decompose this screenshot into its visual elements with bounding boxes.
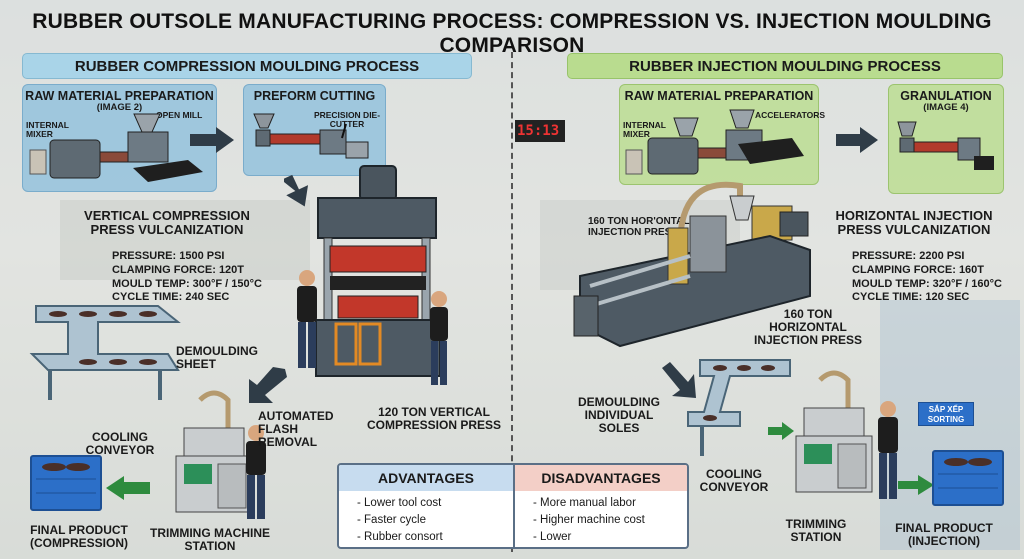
- advantage-item: - Lower tool cost: [357, 497, 442, 509]
- compression-final-label: FINAL PRODUCT (COMPRESSION): [29, 523, 128, 551]
- page-title: RUBBER OUTSOLE MANUFACTURING PROCESS: CO…: [32, 10, 992, 57]
- disadvantage-item: - More manual labor: [533, 497, 636, 509]
- compression-trimming-label: TRIMMING MACHINE STATION: [150, 526, 270, 554]
- granulation-subtitle: (IMAGE 4): [923, 102, 969, 113]
- compression-crate: [30, 455, 102, 511]
- trimming-worker-left: [246, 425, 266, 519]
- raw-material-subtitle: (IMAGE 2): [96, 102, 143, 113]
- injection-specs: PRESSURE: 2200 PSI CLAMPING FORCE: 160T …: [852, 250, 1002, 305]
- injection-cooling-label: COOLING CONVEYOR: [699, 467, 769, 495]
- accelerators-label: ACCELERATORS: [755, 110, 826, 120]
- injection-crate-soles: [938, 458, 998, 489]
- arrow-to-trimming: [249, 367, 287, 403]
- injection-press-callout: 160 TON HOR'ONTAL INJECTION PRESS: [588, 216, 690, 238]
- vertical-press-label: 120 TON VERTICAL COMPRESSION PRESS: [366, 405, 502, 433]
- spec-clamping: CLAMPING FORCE: 120T: [112, 263, 245, 276]
- arrow-to-demoulding: [662, 362, 696, 398]
- compression-banner: RUBBER COMPRESSION MOULDING PROCESS: [22, 53, 472, 79]
- injection-spec-mould-temp: MOULD TEMP: 320°F / 160°C: [852, 277, 1002, 290]
- compression-press-title: VERTICAL COMPRESSION PRESS VULCANIZATION: [84, 208, 250, 238]
- advantage-item: - Faster cycle: [357, 514, 427, 526]
- vertical-compression-press: [315, 165, 441, 377]
- die-cutter-icon: [253, 113, 369, 159]
- compression-specs: PRESSURE: 1500 PSI CLAMPING FORCE: 120T …: [112, 250, 262, 305]
- injection-internal-mixer-label: INTERNAL MIXER: [623, 120, 666, 139]
- injection-spec-cycle: CYCLE TIME: 120 SEC: [852, 291, 970, 304]
- worker-right: [430, 291, 448, 385]
- disadvantage-item: - Lower: [533, 531, 572, 543]
- advantages-column: ADVANTAGES - Lower tool cost - Faster cy…: [339, 465, 515, 547]
- injection-cooling-conveyor: [687, 359, 791, 456]
- disadvantages-column: DISADVANTAGES - More manual labor - High…: [515, 465, 687, 547]
- die-cutter-label: PRECISION DIE-CUTTER: [313, 110, 381, 129]
- comparison-table: ADVANTAGES - Lower tool cost - Faster cy…: [337, 463, 689, 549]
- injection-demoulding-label: DEMOULDING INDIVIDUAL SOLES: [578, 395, 660, 436]
- horizontal-injection-press: [573, 181, 811, 348]
- arrow-to-granulation: [836, 127, 878, 153]
- advantage-item: - Rubber consort: [357, 531, 443, 543]
- granulator-icon: [897, 121, 994, 170]
- arrow-to-injection-trimming: [768, 422, 794, 440]
- arrow-to-preform: [190, 127, 234, 153]
- injection-press-title: HORIZONTAL INJECTION PRESS VULCANIZATION: [835, 208, 993, 238]
- worker-left: [297, 270, 317, 368]
- granulation-title: GRANULATION: [900, 89, 992, 103]
- trimming-worker-right: [878, 401, 898, 499]
- injection-spec-clamping: CLAMPING FORCE: 160T: [852, 263, 985, 276]
- open-mill-label: OPEN MILL: [156, 110, 203, 120]
- preform-title: PREFORM CUTTING: [253, 89, 376, 103]
- advantages-header: ADVANTAGES: [339, 465, 513, 491]
- raw-material-title: RAW MATERIAL PREPARATION: [25, 89, 214, 103]
- horizontal-press-label: 160 TON HORIZONTAL INJECTION PRESS: [753, 307, 863, 348]
- sorting-sign: SẮP XẾP SORTING: [918, 402, 974, 426]
- compression-cooling-label: COOLING CONVEYOR: [85, 430, 155, 458]
- mixer-mill-icon: [29, 113, 203, 182]
- arrow-to-final-injection: [898, 475, 934, 495]
- crate-soles: [36, 463, 96, 494]
- arrow-to-press: [284, 174, 309, 207]
- injection-final-label: FINAL PRODUCT (INJECTION): [895, 521, 993, 549]
- demoulding-sheet-label: DEMOULDING SHEET: [176, 344, 258, 372]
- digital-clock: 15:13: [517, 123, 560, 139]
- injection-mixer-icon: [625, 109, 804, 175]
- injection-raw-material-title: RAW MATERIAL PREPARATION: [624, 89, 814, 103]
- spec-pressure: PRESSURE: 1500 PSI: [112, 250, 225, 262]
- injection-trimming-machine: [795, 370, 873, 493]
- injection-trimming-label: TRIMMING STATION: [785, 517, 847, 545]
- injection-spec-pressure: PRESSURE: 2200 PSI: [852, 250, 965, 262]
- disadvantages-header: DISADVANTAGES: [515, 465, 687, 491]
- injection-crate: [932, 450, 1004, 506]
- compression-cooling-conveyor: [29, 305, 181, 400]
- flash-removal-label: AUTOMATED FLASH REMOVAL: [258, 409, 334, 450]
- spec-mould-temp: MOULD TEMP: 300°F / 150°C: [112, 277, 262, 290]
- injection-banner: RUBBER INJECTION MOULDING PROCESS: [567, 53, 1003, 79]
- internal-mixer-label: INTERNAL MIXER: [26, 120, 69, 139]
- center-divider: [511, 52, 513, 552]
- disadvantage-item: - Higher machine cost: [533, 514, 645, 526]
- arrow-to-final-compression: [106, 476, 150, 500]
- compression-trimming-machine: [175, 390, 253, 513]
- spec-cycle: CYCLE TIME: 240 SEC: [112, 291, 230, 304]
